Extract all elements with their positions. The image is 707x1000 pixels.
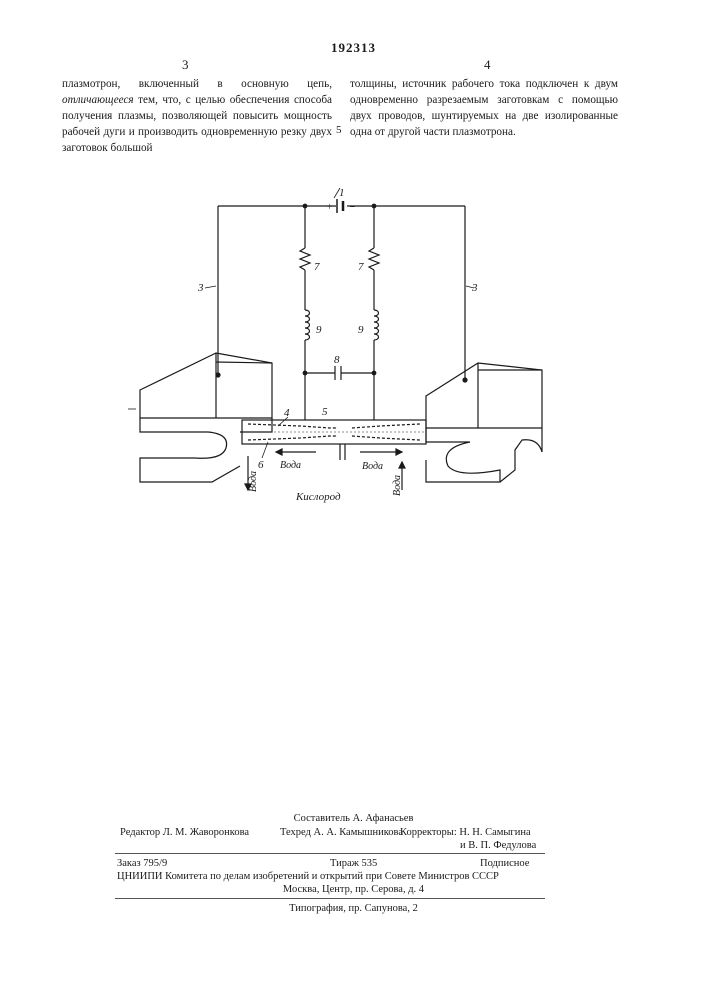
- compiler-line: Составитель А. Афанасьев: [0, 812, 707, 825]
- branch-left: [300, 206, 310, 420]
- text-left-italic: отличающееся: [62, 94, 134, 106]
- label-wire-right: 3: [471, 282, 478, 294]
- paragraph-left: плазмотрон, включенный в основную цепь, …: [62, 76, 332, 156]
- techred: Техред А. А. Камышникова: [280, 826, 403, 839]
- label-water-1: Вода: [280, 460, 301, 471]
- branch-right: [369, 206, 379, 420]
- page-number-right: 4: [484, 57, 491, 73]
- label-nozzle-6: 6: [258, 459, 264, 471]
- label-nozzle-4: 4: [284, 407, 290, 419]
- label-plus: +: [326, 202, 333, 213]
- text-column-right: толщины, источник рабочего тока подключе…: [350, 76, 618, 140]
- workpiece-left: [140, 353, 272, 482]
- wire-right: [463, 206, 467, 382]
- label-capacitor: 8: [334, 354, 340, 366]
- paragraph-right: толщины, источник рабочего тока подключе…: [350, 76, 618, 140]
- editor: Редактор Л. М. Жаворонкова: [120, 826, 249, 839]
- label-minus: −: [349, 202, 356, 213]
- label-water-2: Вода: [362, 461, 383, 472]
- label-water-4: Вода: [392, 475, 403, 496]
- patent-number: 192313: [0, 40, 707, 56]
- circulation: Тираж 535: [330, 857, 377, 870]
- institute: ЦНИИПИ Комитета по делам изобретений и о…: [117, 870, 499, 883]
- label-water-3: Вода: [248, 471, 259, 492]
- label-inductor-left: 7: [314, 261, 320, 273]
- page-number-left: 3: [182, 57, 189, 73]
- correctors: Корректоры: Н. Н. Самыгина: [400, 826, 531, 839]
- subscription: Подписное: [480, 857, 529, 870]
- label-source: 1: [339, 187, 345, 199]
- label-nozzle-5: 5: [322, 406, 328, 418]
- printing-house: Типография, пр. Сапунова, 2: [0, 902, 707, 915]
- text-column-left: плазмотрон, включенный в основную цепь, …: [62, 76, 332, 156]
- wire-left: [216, 206, 220, 377]
- divider-bottom: [115, 898, 545, 899]
- order-number: Заказ 795/9: [117, 857, 167, 870]
- label-inductor-right: 7: [358, 261, 364, 273]
- address: Москва, Центр, пр. Серова, д. 4: [0, 883, 707, 896]
- workpiece-right: [426, 363, 542, 482]
- capacitor-8: [305, 366, 374, 380]
- label-oxygen: Кислород: [295, 491, 341, 503]
- plasmatron-circuit-diagram: 1 + − 3 3 7 7 9 9 8: [0, 170, 707, 515]
- divider-top: [115, 853, 545, 854]
- text-left-part-1: плазмотрон, включенный в основную цепь,: [62, 78, 332, 90]
- label-wire-left: 3: [197, 282, 204, 294]
- label-coil-right: 9: [358, 324, 364, 336]
- label-coil-left: 9: [316, 324, 322, 336]
- line-marker: 5: [336, 124, 342, 136]
- correctors-2: и В. П. Федулова: [460, 839, 536, 852]
